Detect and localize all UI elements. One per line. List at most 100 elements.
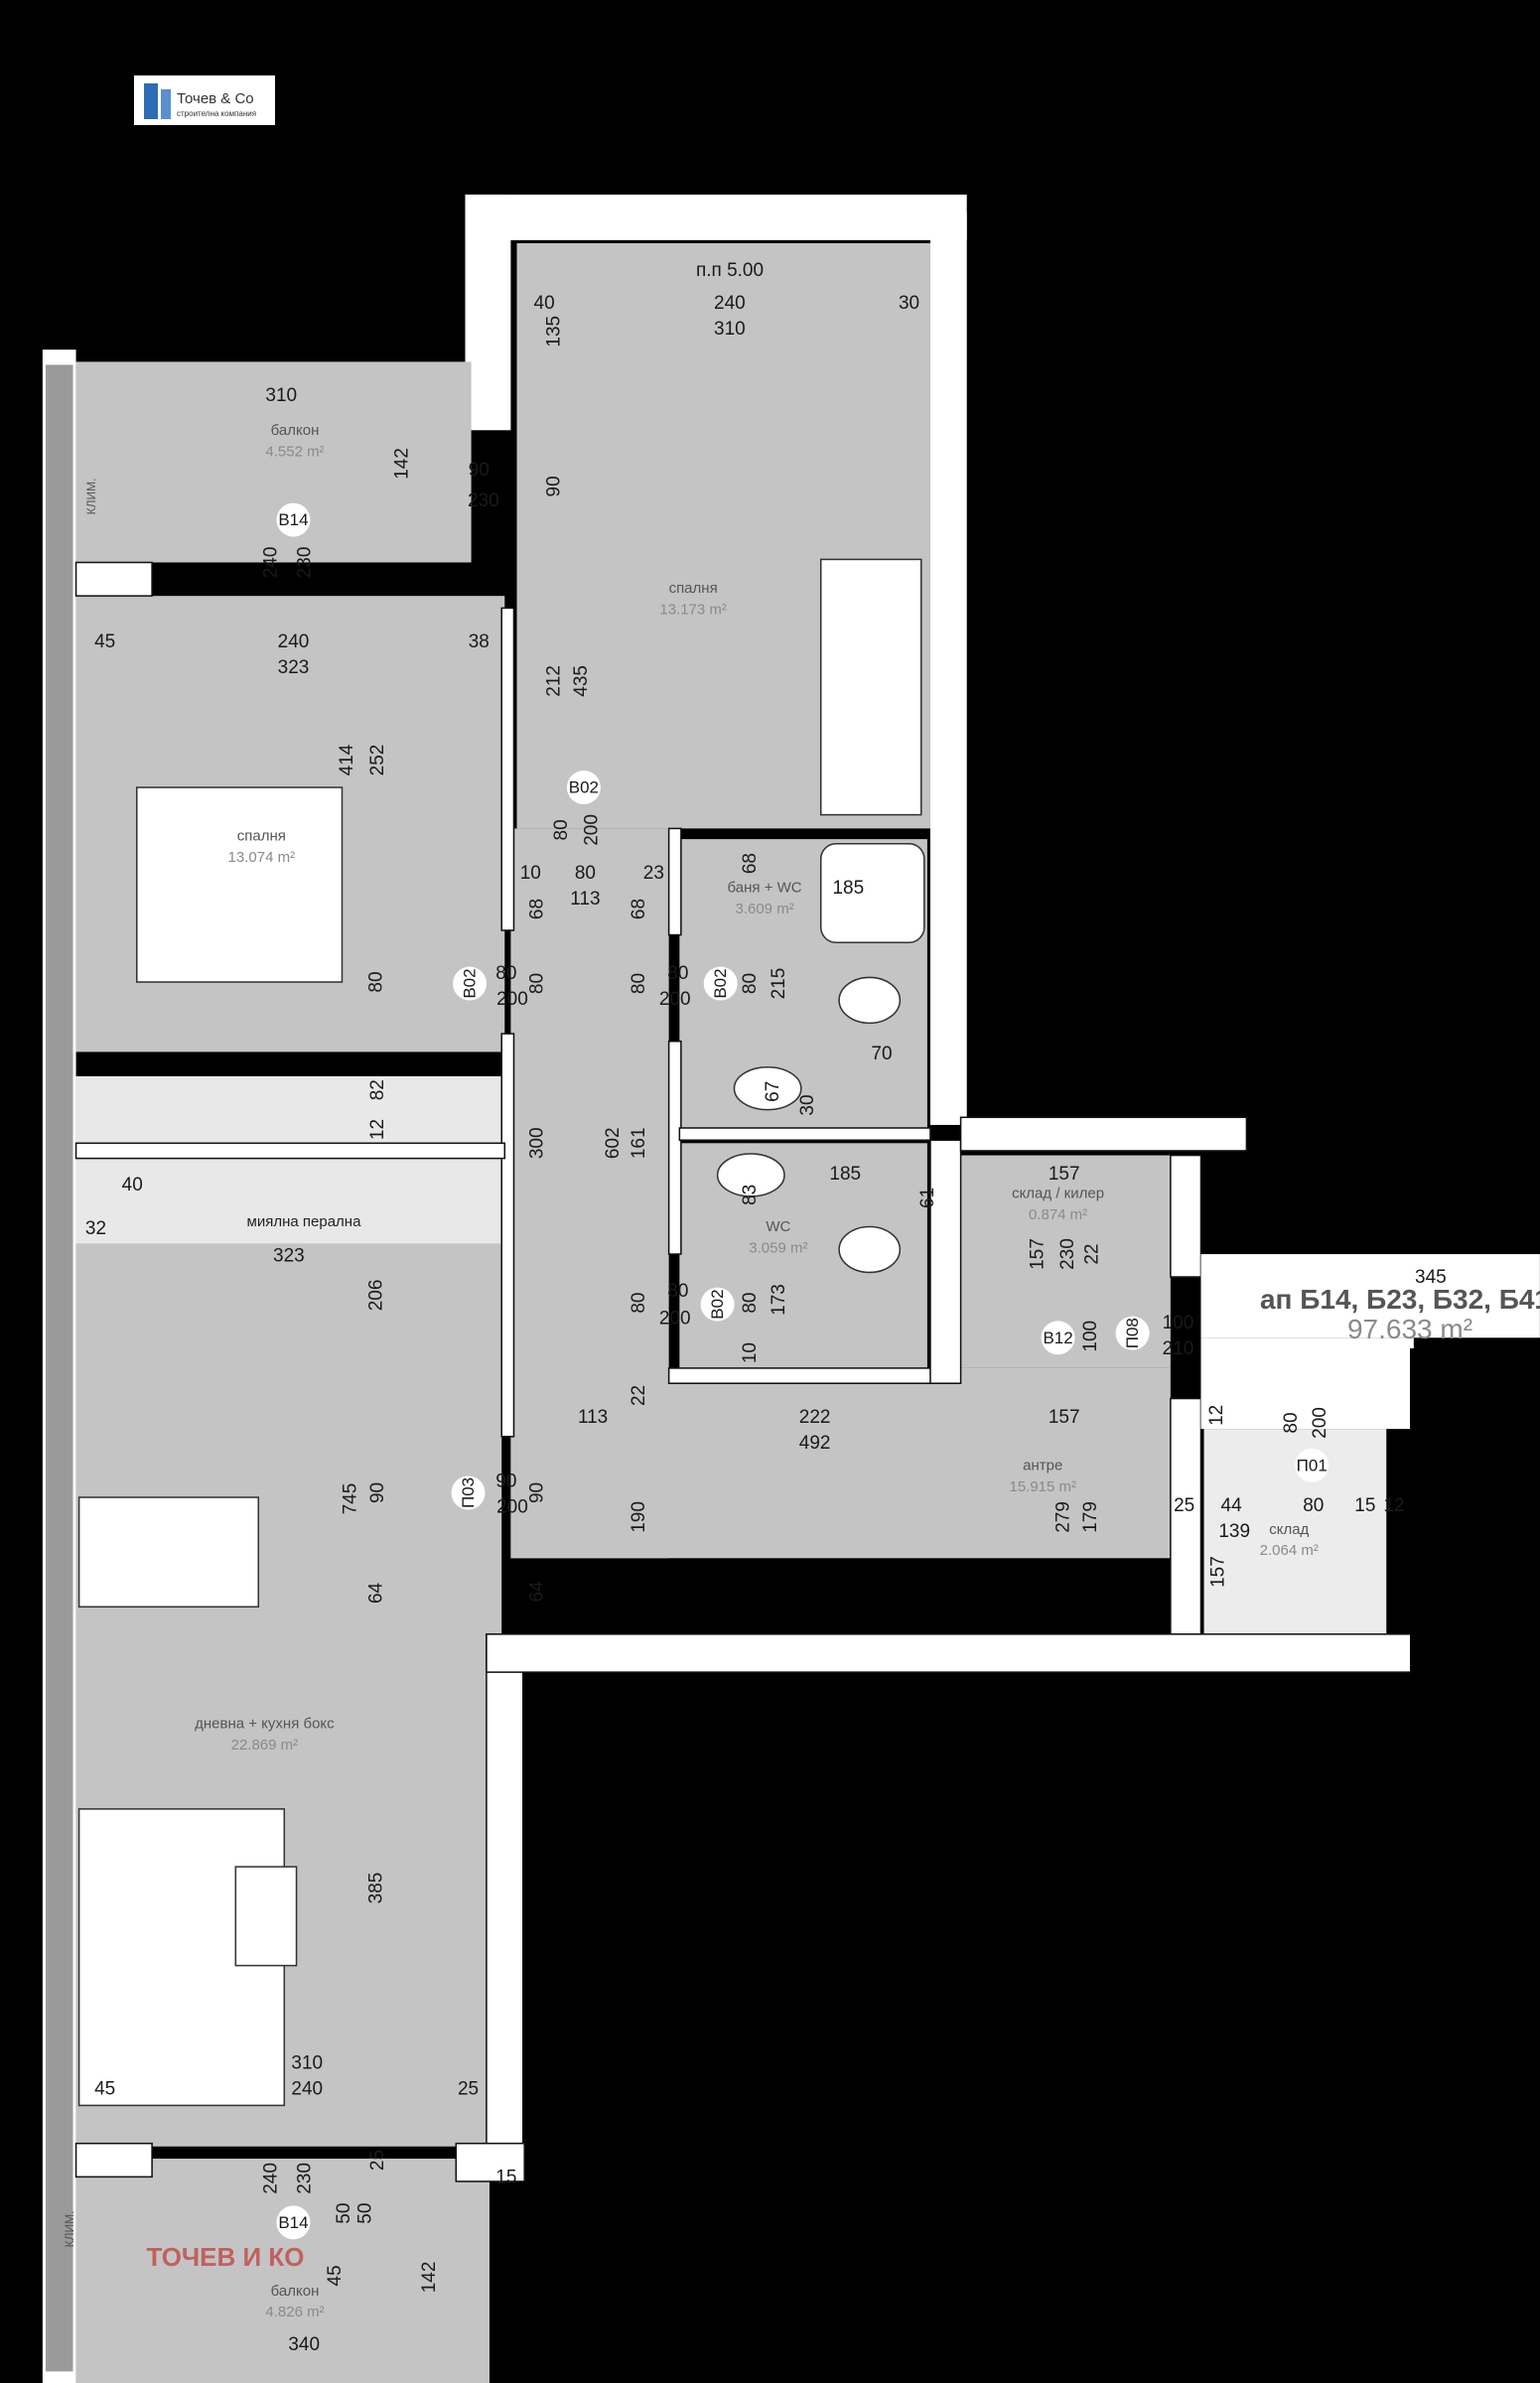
- logo-building-icon-2: [161, 89, 171, 119]
- door-tag-circle: [700, 1287, 735, 1322]
- dining-table: [77, 1496, 260, 1609]
- room-name: балкон: [271, 422, 320, 439]
- dimension-label: 323: [278, 657, 310, 678]
- dimension-label: 142: [419, 2262, 440, 2294]
- dimension-label: 83: [740, 1185, 761, 1205]
- dimension-label: 179: [1080, 1501, 1101, 1533]
- dimension-label: 139: [1218, 1521, 1250, 1542]
- wall: [678, 1127, 931, 1142]
- dimension-label: 215: [769, 968, 789, 1000]
- wall: [667, 1040, 682, 1255]
- room-area: 13.173 m²: [659, 602, 727, 619]
- wall: [500, 1033, 515, 1438]
- sink-wc: [716, 1153, 785, 1197]
- dimension-label: 200: [659, 989, 691, 1010]
- dimension-label: 80: [495, 963, 516, 984]
- dimension-label: 310: [291, 2053, 323, 2074]
- door-tag-circle: [1295, 1448, 1330, 1482]
- door-tag: B02: [703, 966, 738, 1001]
- door-tag-circle: [566, 771, 601, 805]
- dimension-label: 70: [871, 1044, 892, 1064]
- door-tag-label: B02: [569, 778, 599, 797]
- watermark: ТОЧЕВ И КО: [146, 2242, 304, 2272]
- door-tag-label: B02: [711, 968, 730, 998]
- dimension-label: 240: [261, 2163, 282, 2194]
- door-tag-label: П03: [459, 1477, 478, 1508]
- dimension-label: 25: [1174, 1495, 1194, 1516]
- dimension-label: 10: [520, 863, 541, 884]
- occluding-black-block-2: [526, 1678, 1540, 2383]
- room-area: 4.552 m²: [265, 443, 324, 460]
- dimension-label: 40: [122, 1175, 143, 1195]
- dimension-label: 80: [1281, 1412, 1302, 1433]
- dimension-label: 113: [570, 889, 600, 910]
- dimension-label: 90: [495, 1471, 516, 1491]
- room-area: 13.074 m²: [228, 849, 296, 866]
- dimension-label: 90: [367, 1482, 388, 1503]
- dimension-label: 161: [629, 1127, 649, 1159]
- room-name: спалня: [669, 580, 718, 597]
- toilet-wc: [838, 1225, 902, 1274]
- dimension-label: 310: [714, 319, 746, 340]
- door-tag-label: B12: [1043, 1329, 1072, 1347]
- door-tag: П08: [1115, 1316, 1150, 1350]
- room-name: спалня: [237, 828, 286, 845]
- dimension-label: 340: [288, 2334, 320, 2355]
- room-area: 15.915 m²: [1009, 1478, 1076, 1495]
- door-tag: П01: [1295, 1448, 1330, 1482]
- dimension-label: 80: [1303, 1495, 1324, 1516]
- door-tag-circle: [1115, 1316, 1150, 1350]
- dimension-label: 50: [334, 2203, 354, 2224]
- dimension-label: 185: [829, 1164, 861, 1185]
- dimension-label: 45: [94, 2079, 115, 2100]
- dimension-label: 80: [365, 971, 386, 992]
- dimension-label: 385: [365, 1873, 386, 1904]
- company-logo: Точев & Co строителна компания: [134, 75, 275, 125]
- dimension-label: 492: [799, 1433, 831, 1454]
- dimension-label: 12: [1206, 1405, 1227, 1426]
- dimension-label: 230: [294, 547, 315, 579]
- ac-unit-label-bottom: КЛИМ.: [63, 2211, 76, 2248]
- room-area: 4.826 m²: [265, 2304, 324, 2320]
- room-balcony-top: [75, 361, 472, 563]
- dimension-label: 15: [1354, 1495, 1375, 1516]
- wall: [1170, 1397, 1202, 1635]
- door-tag: B14: [276, 2205, 311, 2240]
- dimension-label: 240: [261, 547, 282, 579]
- wall: [667, 1367, 959, 1384]
- door-tag-circle: [703, 966, 738, 1001]
- dimension-label: 602: [603, 1127, 624, 1159]
- apartment-label-bg: [1200, 1254, 1540, 1338]
- dimension-label: 200: [582, 814, 603, 846]
- room-area: 3.059 m²: [749, 1240, 807, 1257]
- dimension-label: 64: [527, 1581, 548, 1603]
- kitchen-counter: [75, 1158, 502, 1244]
- dimension-label: 230: [294, 2163, 315, 2194]
- dimension-label: 23: [643, 863, 664, 884]
- logo-name: Точев & Co: [177, 90, 254, 107]
- room-balcony-bottom: [75, 2159, 490, 2383]
- room-area: 3.609 m²: [735, 901, 793, 917]
- dimension-label: 30: [797, 1094, 818, 1115]
- logo-tagline: строителна компания: [177, 109, 256, 118]
- dimension-label: 157: [1049, 1407, 1080, 1428]
- room-hall: [510, 1367, 1171, 1559]
- door-tag-label: B14: [278, 510, 308, 529]
- dimension-label: 25: [367, 2150, 388, 2171]
- dimension-label: 200: [496, 1496, 528, 1517]
- dimension-label: 310: [265, 385, 297, 406]
- dimension-label: 190: [629, 1501, 649, 1533]
- logo-building-icon: [144, 83, 158, 119]
- top-wing-left-wall: [465, 194, 511, 431]
- dimension-label: 80: [527, 973, 548, 994]
- dimension-label: 252: [367, 745, 388, 776]
- wall: [500, 607, 515, 931]
- wall: [929, 1139, 962, 1384]
- dimension-label: 30: [899, 293, 919, 314]
- wall: [1170, 1154, 1202, 1278]
- dimension-label: 113: [578, 1407, 608, 1428]
- room-name: склад: [1269, 1521, 1309, 1538]
- dimension-label: 200: [496, 989, 528, 1010]
- dimension-label: 68: [740, 853, 761, 874]
- dimension-label: 25: [458, 2079, 479, 2100]
